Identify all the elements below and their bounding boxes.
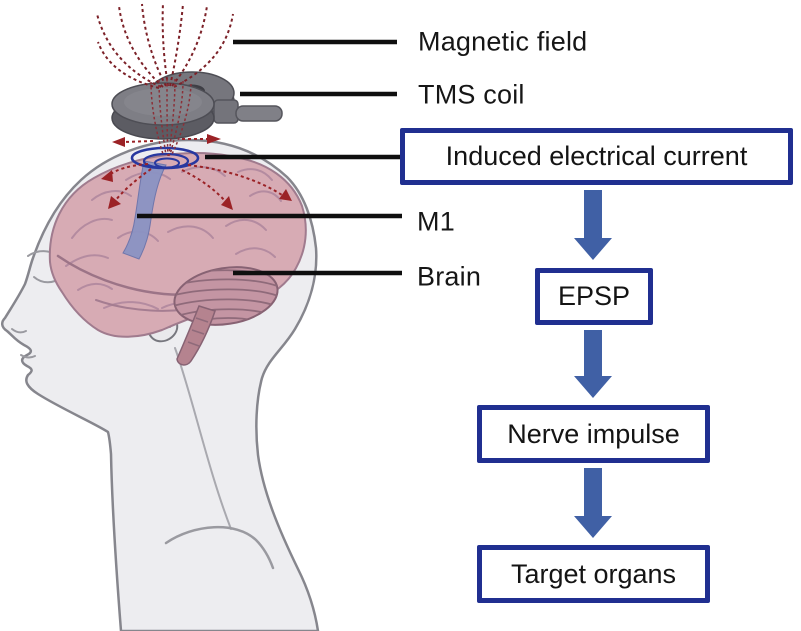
tms-coil-device xyxy=(111,71,283,140)
field-column xyxy=(150,78,192,157)
label-brain: Brain xyxy=(417,261,482,292)
induced-current-rings xyxy=(130,146,200,170)
coil-handle xyxy=(235,105,283,122)
flow-arrow-down-1 xyxy=(574,190,612,260)
flow-box-induced-current: Induced electrical current xyxy=(400,128,793,185)
flow-arrow-down-3 xyxy=(574,468,612,538)
label-m1: M1 xyxy=(417,206,455,237)
brainstem xyxy=(176,305,216,366)
magnetic-field-lines xyxy=(96,2,234,157)
flow-box-epsp: EPSP xyxy=(535,268,653,325)
label-magnetic-field: Magnetic field xyxy=(418,26,588,57)
label-tms-coil: TMS coil xyxy=(418,79,525,110)
flow-box-target-organs: Target organs xyxy=(477,545,710,603)
eddy-current-arrows xyxy=(101,134,292,210)
m1-band xyxy=(122,160,167,260)
pointer-lines xyxy=(137,39,402,276)
flow-arrow-down-2 xyxy=(574,330,612,398)
coil-handle-collar xyxy=(213,99,239,124)
flow-box-nerve-impulse: Nerve impulse xyxy=(477,405,710,463)
